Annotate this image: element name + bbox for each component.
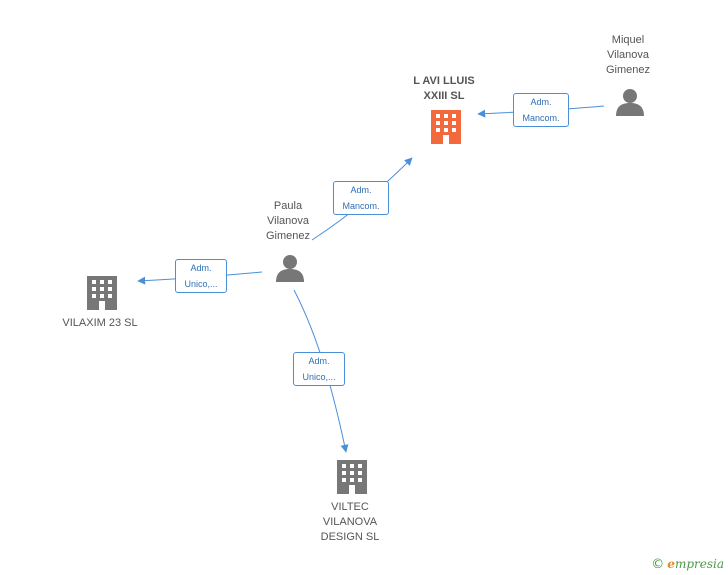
brand-name: empresia [667, 557, 724, 571]
edge-label-paula-viltec[interactable]: Adm. Unico,... [293, 352, 345, 386]
edge-label-paula-vilaxim[interactable]: Adm. Unico,... [175, 259, 227, 293]
person-icon[interactable] [616, 89, 644, 116]
copyright-symbol: © [651, 557, 665, 572]
edge-label-paula-main[interactable]: Adm. Mancom. [333, 181, 389, 215]
empresia-watermark: ©empresia [651, 557, 724, 572]
building-icon[interactable] [337, 460, 367, 494]
person-label-paula[interactable]: Paula Vilanova Gimenez [265, 200, 311, 242]
person-label-miquel[interactable]: Miquel Vilanova Gimenez [605, 34, 651, 76]
main-company-label[interactable]: L AVI LLUIS XXIII SL [413, 75, 475, 102]
person-icon[interactable] [276, 255, 304, 282]
building-icon[interactable] [87, 276, 117, 310]
building-icon[interactable] [431, 110, 461, 144]
company-label-vilaxim[interactable]: VILAXIM 23 SL [62, 317, 138, 329]
edge-label-miquel-main[interactable]: Adm. Mancom. [513, 93, 569, 127]
company-label-viltec[interactable]: VILTEC VILANOVA DESIGN SL [320, 501, 380, 543]
